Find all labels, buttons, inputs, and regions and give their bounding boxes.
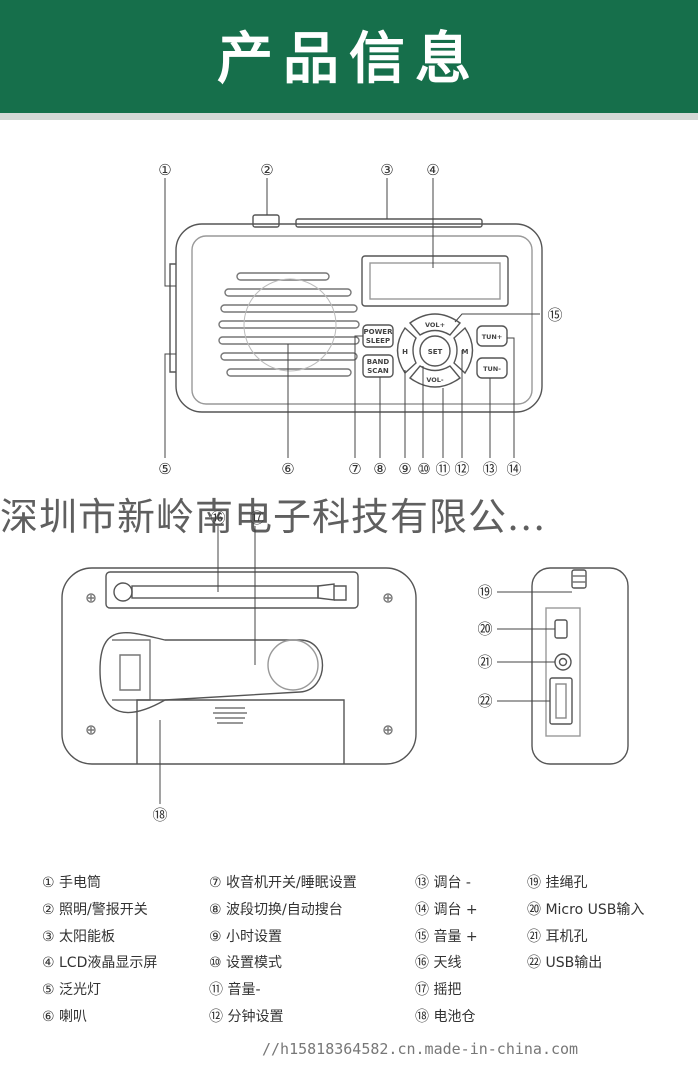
callout-9: ⑨ bbox=[398, 460, 411, 478]
source-url: //h15818364582.cn.made-in-china.com bbox=[262, 1040, 579, 1058]
callout-3: ③ bbox=[380, 161, 393, 179]
vol-down-label: VOL- bbox=[426, 376, 444, 384]
legend-item: ⑯ 天线 bbox=[415, 955, 462, 972]
legend-item: ⑰ 摇把 bbox=[415, 982, 462, 999]
header-divider bbox=[0, 113, 698, 120]
hour-label: H bbox=[402, 348, 408, 356]
tun-up-button bbox=[476, 325, 508, 347]
lcd-screen bbox=[369, 262, 501, 300]
scan-label: SCAN bbox=[367, 367, 389, 375]
legend-column-1: ① 手电筒 ② 照明/警报开关 ③ 太阳能板 ④ LCD液晶显示屏 ⑤ 泛光灯 … bbox=[42, 870, 157, 1031]
legend-column-2: ⑦ 收音机开关/睡眠设置 ⑧ 波段切换/自动搜台 ⑨ 小时设置 ⑩ 设置模式 ⑪… bbox=[209, 870, 357, 1031]
callout-16: ⑯ bbox=[210, 509, 225, 527]
callout-2: ② bbox=[260, 161, 273, 179]
front-body bbox=[175, 223, 543, 413]
front-panel bbox=[191, 235, 533, 405]
vol-up-label: VOL+ bbox=[425, 321, 445, 329]
callout-1: ① bbox=[158, 161, 171, 179]
speaker-grille bbox=[218, 272, 360, 377]
legend-item: ⑥ 喇叭 bbox=[42, 1008, 88, 1025]
callout-11: ⑪ bbox=[435, 460, 450, 478]
product-diagram: POWER SLEEP BAND SCAN VOL+ VOL- SET H M … bbox=[61, 161, 629, 824]
band-scan-button bbox=[362, 354, 394, 378]
callout-18: ⑱ bbox=[152, 806, 167, 824]
antenna-pivot bbox=[113, 582, 133, 602]
legend-item: ⑦ 收音机开关/睡眠设置 bbox=[209, 875, 357, 891]
callout-22: ㉒ bbox=[477, 692, 492, 710]
legend-item: ⑱ 电池仓 bbox=[415, 1008, 476, 1025]
callout-7: ⑦ bbox=[348, 460, 361, 478]
headphone-jack bbox=[554, 653, 572, 671]
antenna-tip bbox=[317, 583, 335, 601]
crank-handle bbox=[99, 632, 324, 714]
back-view bbox=[61, 567, 417, 765]
power-label: POWER bbox=[364, 328, 394, 336]
side-view bbox=[531, 567, 629, 765]
set-label: SET bbox=[428, 348, 443, 356]
legend-item: ⑧ 波段切换/自动搜台 bbox=[209, 901, 343, 918]
dpad bbox=[396, 313, 474, 388]
legend-item: ① 手电筒 bbox=[42, 875, 102, 891]
legend-item: ③ 太阳能板 bbox=[42, 928, 116, 945]
legend-item: ⑪ 音量- bbox=[209, 982, 261, 999]
light-switch-button bbox=[252, 214, 280, 228]
legend-item: ㉒ USB输出 bbox=[527, 955, 603, 972]
micro-usb-port bbox=[554, 619, 568, 639]
back-body bbox=[61, 567, 417, 765]
set-button bbox=[419, 335, 451, 367]
legend-item: ⑤ 泛光灯 bbox=[42, 982, 102, 999]
legend-item: ⑲ 挂绳孔 bbox=[527, 875, 588, 891]
page-title: 产品信息 bbox=[217, 27, 481, 92]
callout-21: ㉑ bbox=[477, 653, 492, 671]
tun-up-label: TUN+ bbox=[482, 333, 503, 341]
front-view bbox=[169, 214, 543, 413]
header-banner: 产品信息 bbox=[0, 0, 698, 113]
minute-button bbox=[453, 326, 474, 375]
callout-15: ⑮ bbox=[547, 306, 562, 324]
side-light bbox=[169, 263, 176, 373]
legend-item: ⑨ 小时设置 bbox=[209, 928, 283, 945]
legend-item: ⑬ 调台 - bbox=[415, 875, 471, 891]
tun-down-label: TUN- bbox=[483, 365, 501, 373]
callout-6: ⑥ bbox=[281, 460, 294, 478]
callout-12: ⑫ bbox=[454, 460, 469, 478]
hour-button bbox=[396, 326, 417, 375]
callout-8: ⑧ bbox=[373, 460, 386, 478]
minute-label: M bbox=[462, 348, 469, 356]
solar-panel-edge bbox=[295, 218, 483, 228]
legend-item: ⑳ Micro USB输入 bbox=[527, 901, 645, 918]
vol-up-button bbox=[408, 313, 462, 336]
company-watermark: 深圳市新岭南电子科技有限公... bbox=[0, 495, 547, 539]
lanyard-hole bbox=[571, 569, 587, 589]
antenna-rod bbox=[131, 585, 319, 599]
callout-4: ④ bbox=[426, 161, 439, 179]
legend-column-4: ⑲ 挂绳孔 ⑳ Micro USB输入 ㉑ 耳机孔 ㉒ USB输出 bbox=[527, 870, 644, 977]
callout-17: ⑰ bbox=[249, 509, 264, 527]
legend-item: ㉑ 耳机孔 bbox=[527, 928, 588, 945]
side-port-panel bbox=[545, 607, 581, 737]
legend-item: ⑭ 调台 + bbox=[415, 901, 478, 918]
antenna-slot bbox=[105, 571, 359, 609]
band-label: BAND bbox=[367, 358, 390, 366]
legend-item: ② 照明/警报开关 bbox=[42, 901, 148, 918]
tun-down-button bbox=[476, 357, 508, 379]
legend-item: ⑮ 音量 + bbox=[415, 928, 478, 945]
lcd-display bbox=[361, 255, 509, 307]
callout-14: ⑭ bbox=[506, 460, 521, 478]
sleep-label: SLEEP bbox=[366, 337, 390, 345]
legend-column-3: ⑬ 调台 - ⑭ 调台 + ⑮ 音量 + ⑯ 天线 ⑰ 摇把 ⑱ 电池仓 bbox=[415, 870, 478, 1031]
callout-13: ⑬ bbox=[482, 460, 497, 478]
parts-legend: ① 手电筒 ② 照明/警报开关 ③ 太阳能板 ④ LCD液晶显示屏 ⑤ 泛光灯 … bbox=[0, 870, 698, 1030]
battery-compartment bbox=[136, 699, 345, 764]
callout-19: ⑲ bbox=[477, 583, 492, 601]
legend-item: ⑩ 设置模式 bbox=[209, 955, 283, 972]
callout-20: ⑳ bbox=[477, 620, 492, 638]
side-body bbox=[531, 567, 629, 765]
usb-output-port bbox=[549, 677, 573, 725]
callout-10: ⑩ bbox=[417, 460, 430, 478]
legend-item: ⑫ 分钟设置 bbox=[209, 1008, 284, 1025]
callout-5: ⑤ bbox=[158, 460, 171, 478]
vol-down-button bbox=[408, 365, 462, 388]
legend-item: ④ LCD液晶显示屏 bbox=[42, 955, 158, 972]
